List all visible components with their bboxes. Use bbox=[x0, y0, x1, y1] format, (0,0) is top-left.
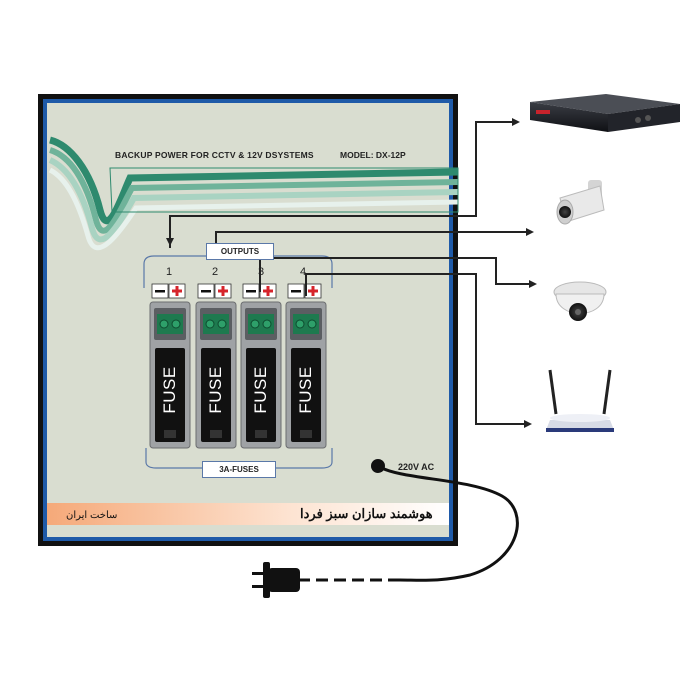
fuse-modules bbox=[149, 301, 327, 449]
model-label: MODEL: DX-12P bbox=[340, 150, 406, 160]
output-number-3: 3 bbox=[258, 266, 265, 278]
wire-output-2 bbox=[215, 228, 534, 248]
minus-icon bbox=[246, 290, 256, 293]
output-number-1: 1 bbox=[166, 266, 173, 278]
minus-icon bbox=[155, 290, 165, 293]
brand-name: هوشمند سازان سبز فردا bbox=[300, 506, 433, 521]
minus-icon bbox=[201, 290, 211, 293]
wiring bbox=[166, 118, 537, 428]
fuse-label-1: FUSE bbox=[160, 366, 179, 414]
fuse-label-2: FUSE bbox=[206, 366, 225, 414]
terminal-2 bbox=[197, 283, 232, 299]
made-in-label: ساخت ایران bbox=[66, 510, 118, 521]
power-cord bbox=[252, 459, 519, 598]
output-number-4: 4 bbox=[300, 266, 307, 278]
bullet-camera-icon bbox=[556, 180, 605, 225]
ac-label: 220V AC bbox=[398, 462, 435, 472]
terminal-block-icon bbox=[293, 314, 319, 334]
terminal-3 bbox=[242, 283, 277, 299]
wire-output-4 bbox=[305, 273, 532, 428]
fuses-caption: 3A-FUSES bbox=[202, 461, 276, 478]
fuse-icon bbox=[201, 348, 231, 442]
output-number-2: 2 bbox=[212, 266, 219, 278]
footer-bar bbox=[47, 503, 449, 525]
cable-bundle bbox=[48, 136, 459, 251]
fuse-label-4: FUSE bbox=[296, 366, 315, 414]
fuse-icon bbox=[155, 348, 185, 442]
panel-title: BACKUP POWER FOR CCTV & 12V DSYSTEMS bbox=[115, 150, 314, 160]
terminal-markers bbox=[151, 283, 322, 299]
outputs-label: OUTPUTS bbox=[206, 243, 274, 260]
terminal-block-icon bbox=[157, 314, 183, 334]
fuse-module-1 bbox=[149, 301, 191, 449]
terminal-block-icon bbox=[248, 314, 274, 334]
fuses-bracket bbox=[145, 448, 333, 469]
terminal-4 bbox=[287, 283, 322, 299]
fuse-icon bbox=[246, 348, 276, 442]
dvr-icon bbox=[530, 94, 680, 132]
plug-icon bbox=[252, 562, 300, 598]
terminal-block-icon bbox=[203, 314, 229, 334]
fuse-module-3 bbox=[240, 301, 282, 449]
dome-camera-icon bbox=[553, 281, 607, 321]
fuse-module-4 bbox=[285, 301, 327, 449]
terminal-1 bbox=[151, 283, 186, 299]
minus-icon bbox=[291, 290, 301, 293]
fuse-module-2 bbox=[195, 301, 237, 449]
wire-output-3 bbox=[259, 257, 537, 292]
router-icon bbox=[546, 369, 614, 432]
fuse-icon bbox=[291, 348, 321, 442]
fuse-label-3: FUSE bbox=[251, 366, 270, 414]
